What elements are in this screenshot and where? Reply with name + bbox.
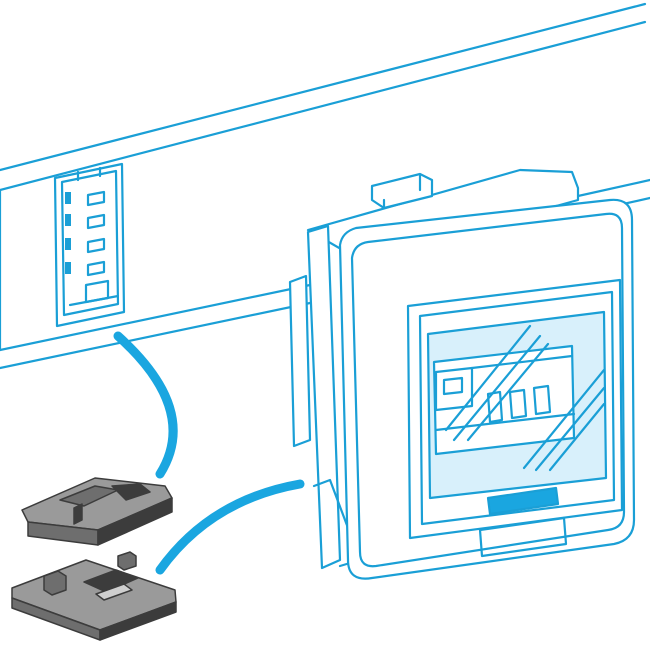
tap-off-outlet — [53, 162, 126, 328]
tap-off-box-enclosure — [288, 168, 636, 580]
mounting-clip-upper — [21, 477, 173, 546]
mounting-clip-lower — [11, 551, 177, 641]
connector-lines — [113, 331, 305, 575]
